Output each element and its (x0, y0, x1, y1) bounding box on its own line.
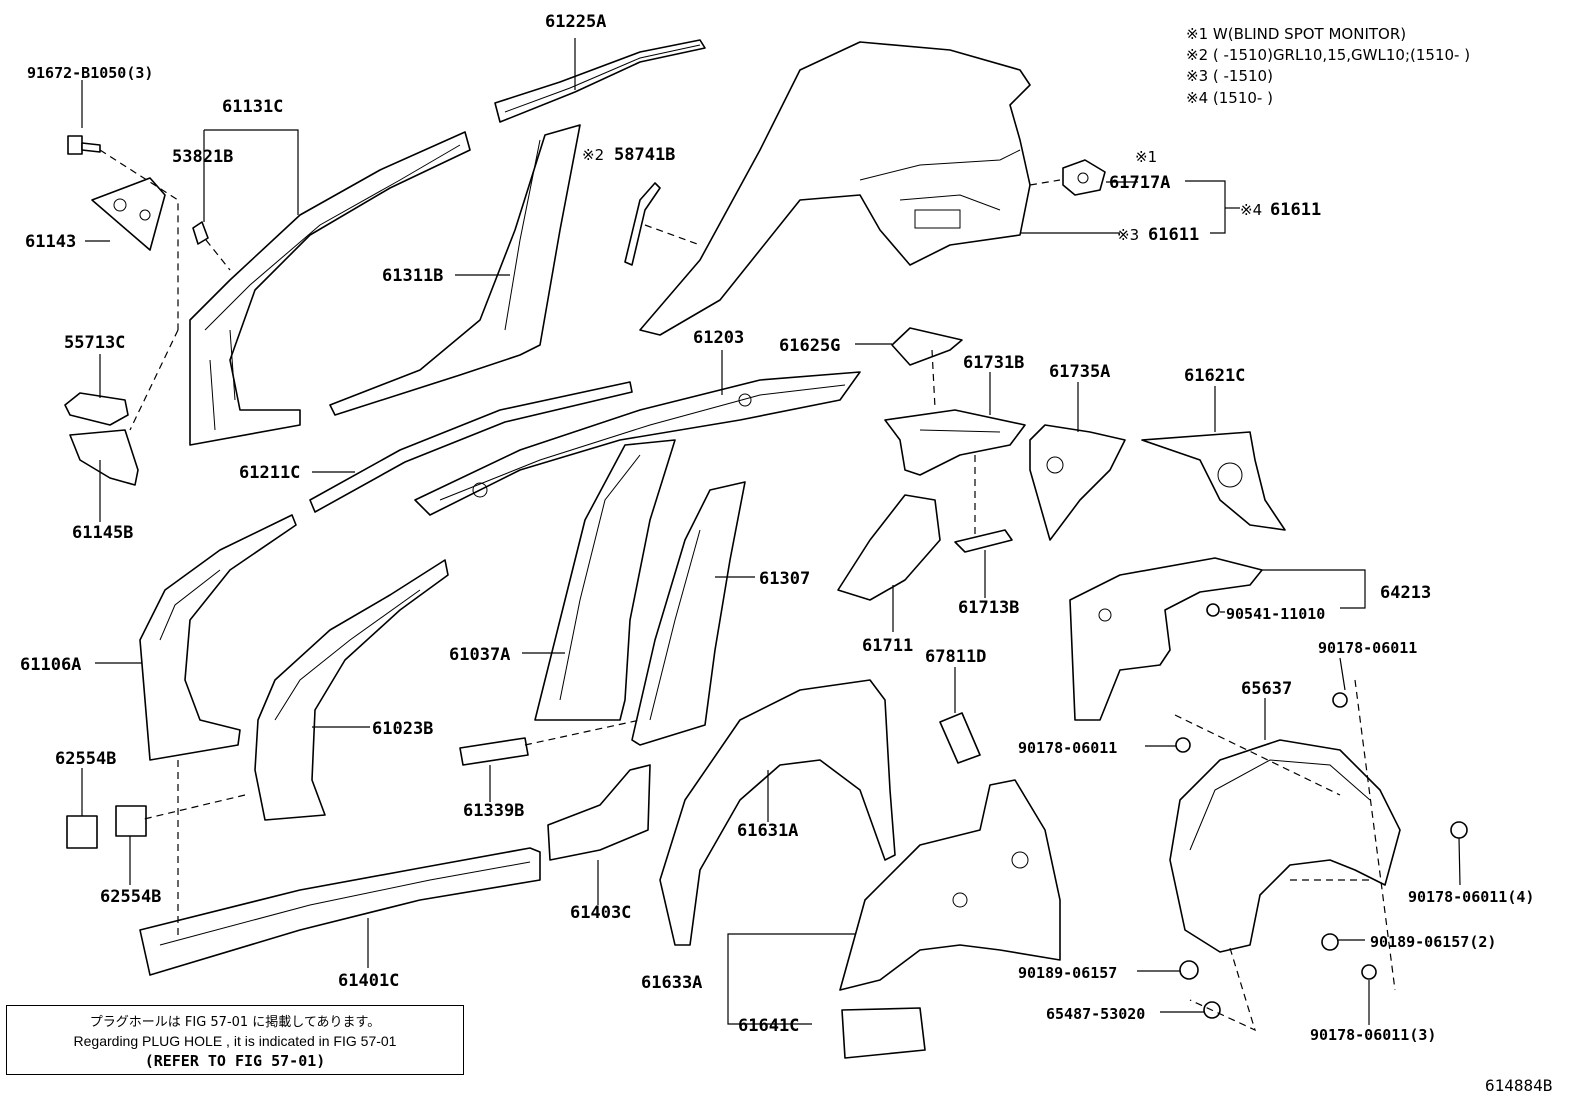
label-90189-06157-b[interactable]: 90189-06157 (1018, 964, 1117, 982)
label-62554b-bottom[interactable]: 62554B (100, 887, 161, 907)
label-61023b[interactable]: 61023B (372, 719, 433, 739)
rocker-panel-part (139, 847, 541, 976)
extension-61403c-part (547, 764, 651, 861)
label-61106a[interactable]: 61106A (20, 655, 81, 675)
label-61633a[interactable]: 61633A (641, 973, 702, 993)
label-65637[interactable]: 65637 (1241, 679, 1292, 699)
label-61403c[interactable]: 61403C (570, 903, 631, 923)
note-1: ※1 W(BLIND SPOT MONITOR) (1186, 25, 1406, 43)
wheelhouse-outer-part (659, 679, 896, 946)
illustration-id: 614884B (1485, 1076, 1553, 1095)
reinforcement-61145b-part (69, 429, 139, 486)
pad-61339b-part (459, 737, 529, 766)
label-61621c[interactable]: 61621C (1184, 366, 1245, 386)
center-pillar-61037a-part (534, 439, 676, 721)
label-91672-b1050[interactable]: 91672-B1050(3) (27, 64, 153, 82)
mark-note-1: ※1 (1135, 148, 1157, 166)
label-61731b[interactable]: 61731B (963, 353, 1024, 373)
label-58741b[interactable]: 58741B (614, 145, 675, 165)
label-61131c[interactable]: 61131C (222, 97, 283, 117)
clip-part (192, 221, 209, 245)
notice-line-japanese: プラグホールは FIG 57-01 に掲載してあります。 (89, 1015, 381, 1030)
label-90178-06011-a[interactable]: 90178-06011 (1318, 639, 1417, 657)
label-61145b[interactable]: 61145B (72, 523, 133, 543)
label-61143[interactable]: 61143 (25, 232, 76, 252)
notice-reference[interactable]: (REFER TO FIG 57-01) (144, 1052, 326, 1070)
front-pillar-outer-part (189, 131, 471, 446)
label-61225a[interactable]: 61225A (545, 12, 606, 32)
label-61339b[interactable]: 61339B (463, 801, 524, 821)
pillar-61023b-part (254, 559, 449, 821)
label-90189-06157-a[interactable]: 90189-06157(2) (1370, 933, 1496, 951)
note-2: ※2 ( -1510)GRL10,15,GWL10;(1510- ) (1186, 46, 1470, 64)
side-rail-61211c-part (309, 381, 633, 513)
mark-note-3: ※3 (1117, 226, 1139, 244)
leader-lines (81, 38, 1461, 1025)
label-61713b[interactable]: 61713B (958, 598, 1019, 618)
label-90178-06011-b[interactable]: 90178-06011 (1018, 739, 1117, 757)
note-4: ※4 (1510- ) (1186, 89, 1273, 107)
note-3: ※3 ( -1510) (1186, 67, 1273, 85)
label-61625g[interactable]: 61625G (779, 336, 840, 356)
wheelhouse-inner-part (839, 779, 1061, 991)
bracket-61713b-part (954, 529, 1013, 553)
label-61203[interactable]: 61203 (693, 328, 744, 348)
fastener-parts (1175, 603, 1468, 1019)
fender-liner-part (1169, 739, 1401, 953)
label-90178-06011-d[interactable]: 90178-06011(3) (1310, 1026, 1436, 1044)
label-61735a[interactable]: 61735A (1049, 362, 1110, 382)
bracket-part (91, 177, 166, 251)
roof-side-rail-inner-part (414, 371, 861, 516)
label-55713c[interactable]: 55713C (64, 333, 125, 353)
center-pillar-61307-part (631, 481, 746, 746)
bracket-61717a-part (1062, 159, 1106, 196)
label-90541-11010[interactable]: 90541-11010 (1226, 605, 1325, 623)
label-61717a[interactable]: 61717A (1109, 173, 1170, 193)
panel-61731b-part (884, 409, 1026, 476)
pillar-61106a-part (139, 514, 297, 761)
quarter-panel-part (639, 41, 1031, 336)
label-67811d[interactable]: 67811D (925, 647, 986, 667)
notice-line-english: Regarding PLUG HOLE , it is indicated in… (73, 1033, 397, 1049)
label-61631a[interactable]: 61631A (737, 821, 798, 841)
label-61311b[interactable]: 61311B (382, 266, 443, 286)
label-61611-note3[interactable]: 61611 (1148, 225, 1199, 245)
bolt-part (67, 135, 101, 155)
bracket-55713c-part (64, 392, 129, 426)
label-53821b[interactable]: 53821B (172, 147, 233, 167)
roof-rail-part (494, 39, 706, 123)
panel-61735a-part (1029, 424, 1126, 541)
label-61037a[interactable]: 61037A (449, 645, 510, 665)
label-61211c[interactable]: 61211C (239, 463, 300, 483)
label-61401c[interactable]: 61401C (338, 971, 399, 991)
label-65487-53020[interactable]: 65487-53020 (1046, 1005, 1145, 1023)
plug-hole-notice: プラグホールは FIG 57-01 に掲載してあります。 Regarding P… (6, 1005, 464, 1075)
label-61641c[interactable]: 61641C (738, 1016, 799, 1036)
label-61711[interactable]: 61711 (862, 636, 913, 656)
pad-67811d-part (939, 712, 981, 764)
panel-64213-part (1069, 557, 1263, 721)
bracket-61641c-part (841, 1007, 926, 1059)
mark-note-4: ※4 (1240, 201, 1262, 219)
mark-note-2: ※2 (582, 146, 604, 164)
label-64213[interactable]: 64213 (1380, 583, 1431, 603)
panel-61621c-part (1141, 431, 1286, 531)
label-61611-note4[interactable]: 61611 (1270, 200, 1321, 220)
block-62554b-part (66, 805, 147, 849)
label-90178-06011-c[interactable]: 90178-06011(4) (1408, 888, 1534, 906)
label-61307[interactable]: 61307 (759, 569, 810, 589)
bracket-61711-part (837, 494, 941, 601)
dashed-guides (99, 149, 1396, 1032)
weatherstrip-part (624, 182, 661, 266)
side-member-inner-part (329, 124, 581, 416)
gusset-61625g-part (891, 327, 963, 366)
label-62554b-top[interactable]: 62554B (55, 749, 116, 769)
